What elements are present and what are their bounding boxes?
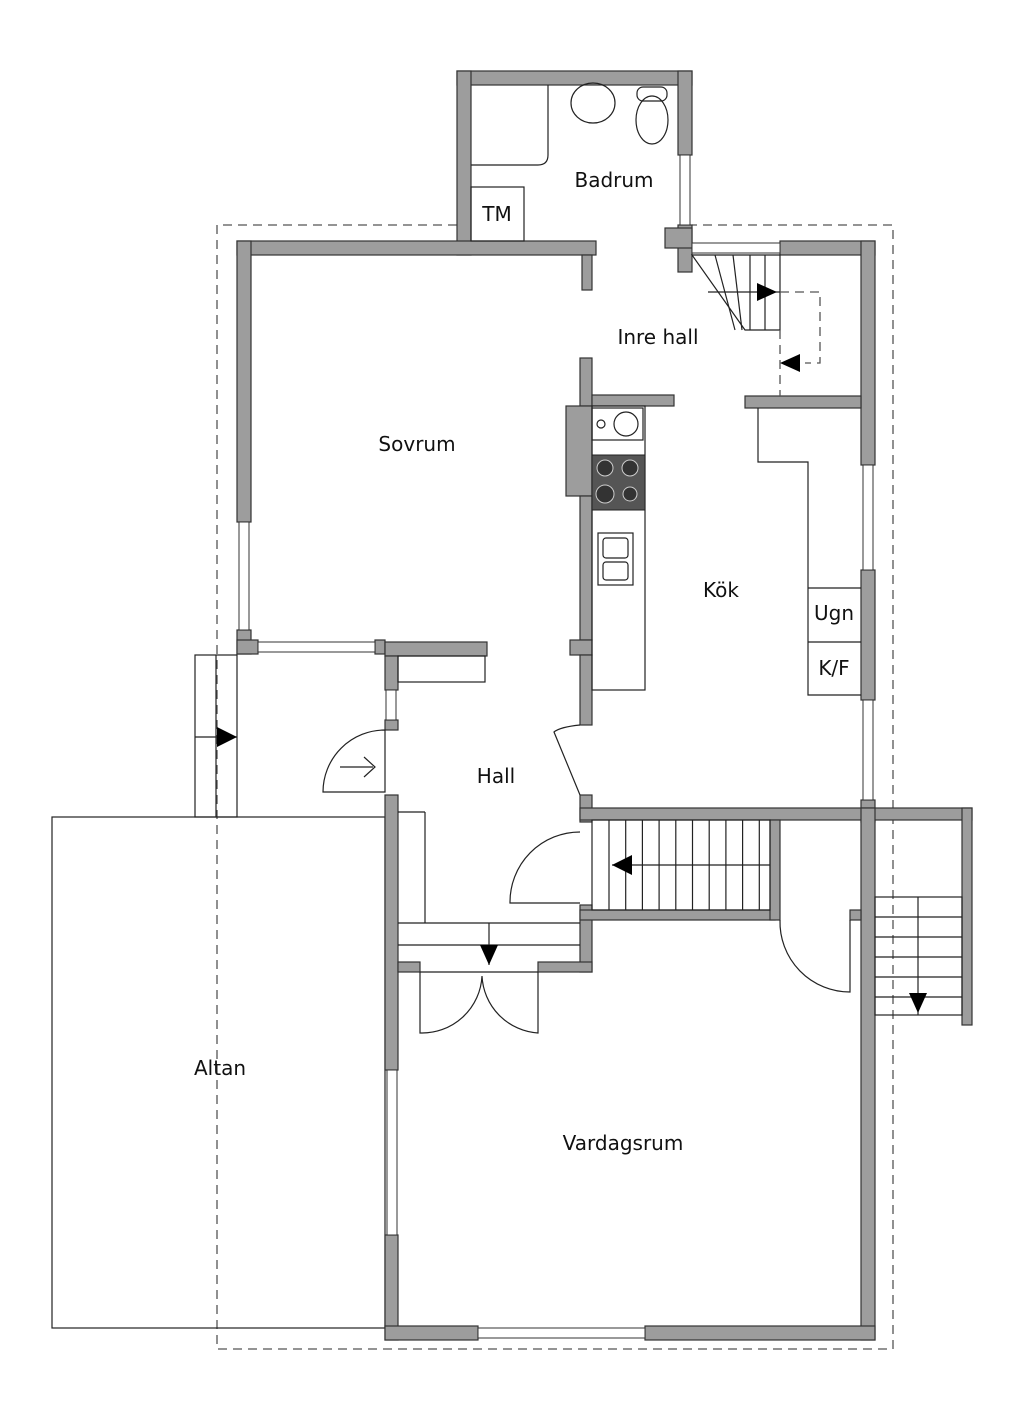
- kitchen: [591, 405, 861, 696]
- sink-icon: [570, 82, 616, 124]
- walls: [236, 70, 973, 1341]
- toilet-icon: [635, 95, 669, 145]
- room-label-vardagsrum: Vardagsrum: [563, 1131, 684, 1155]
- door: [553, 724, 581, 796]
- door: [509, 831, 581, 904]
- room-label-sovrum: Sovrum: [378, 432, 455, 456]
- double-door: [419, 972, 539, 1034]
- outside-stairs: [874, 896, 963, 1016]
- room-label-altan: Altan: [194, 1056, 246, 1080]
- windows: [238, 154, 874, 1339]
- appliance-label-kf: K/F: [818, 656, 849, 680]
- door: [779, 919, 851, 993]
- appliance-label-ugn: Ugn: [814, 601, 854, 625]
- arrow-icon: [217, 727, 237, 747]
- property-outline: [216, 224, 894, 1350]
- kitchen-sink-icon: [597, 532, 634, 586]
- inner-stairs: [690, 254, 821, 396]
- room-label-tm: TM: [481, 202, 511, 226]
- room-label-kok: Kök: [703, 578, 739, 602]
- entrance-door: [322, 729, 386, 793]
- hall-details: [322, 655, 581, 1034]
- room-label-badrum: Badrum: [574, 168, 653, 192]
- altan-deck: [51, 654, 386, 1329]
- bathroom-fixtures: [470, 82, 669, 242]
- basement-stairs: [591, 819, 851, 993]
- room-label-hall: Hall: [477, 764, 515, 788]
- shower-curtain: [471, 85, 549, 166]
- room-label-inre-hall: Inre hall: [617, 325, 698, 349]
